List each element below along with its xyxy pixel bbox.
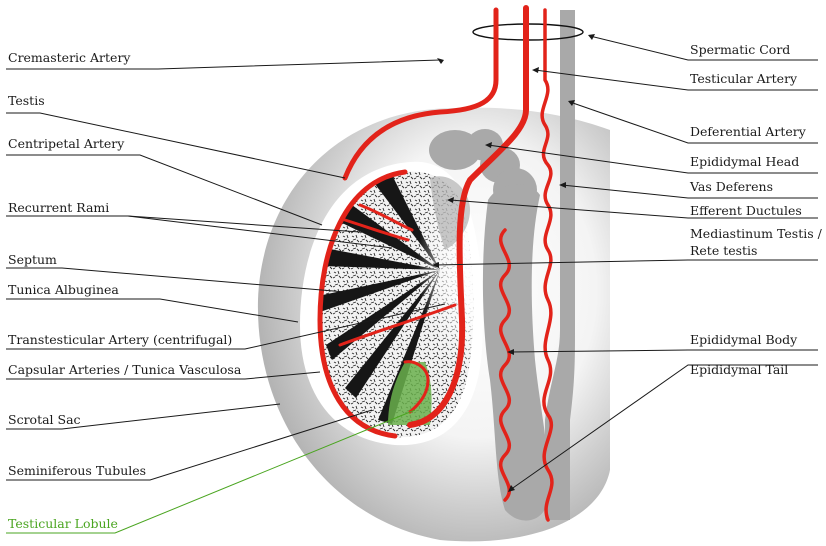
label-scrotal-sac: Scrotal Sac [8,413,81,427]
label-deferential-artery: Deferential Artery [690,125,806,139]
label-spermatic-cord: Spermatic Cord [690,43,790,57]
label-testis: Testis [8,94,45,108]
label-transtesticular-artery: Transtesticular Artery (centrifugal) [8,333,232,347]
label-epididymal-tail: Epididymal Tail [690,363,788,377]
label-rete-testis: Rete testis [690,244,757,258]
label-vas-deferens: Vas Deferens [690,180,773,194]
label-cremasteric-artery: Cremasteric Artery [8,51,131,65]
label-epididymal-body: Epididymal Body [690,333,797,347]
label-recurrent-rami: Recurrent Rami [8,201,109,215]
label-testicular-artery: Testicular Artery [690,72,797,86]
label-capsular-arteries: Capsular Arteries / Tunica Vasculosa [8,363,241,377]
label-septum: Septum [8,253,57,267]
label-epididymal-head: Epididymal Head [690,155,799,169]
label-mediastinum-testis: Mediastinum Testis / [690,227,822,241]
label-seminiferous-tubules: Seminiferous Tubules [8,464,146,478]
label-centripetal-artery: Centripetal Artery [8,137,124,151]
label-tunica-albuginea: Tunica Albuginea [8,283,119,297]
label-efferent-ductules: Efferent Ductules [690,204,802,218]
label-testicular-lobule: Testicular Lobule [8,517,118,531]
